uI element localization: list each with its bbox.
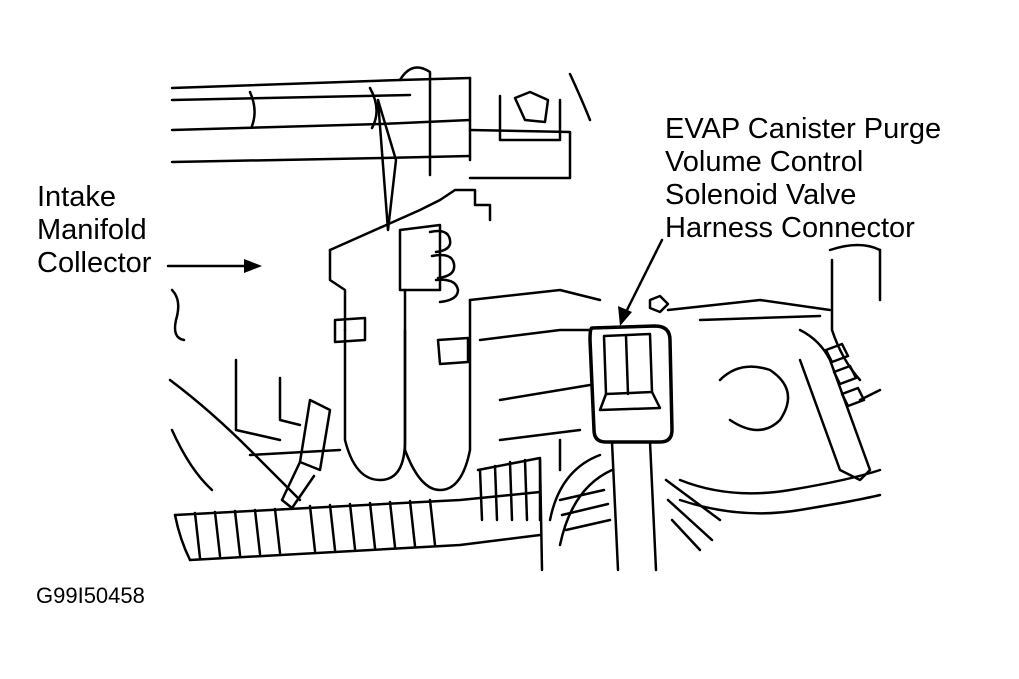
intake-manifold-collector-label: Intake Manifold Collector bbox=[37, 181, 151, 280]
label-line: EVAP Canister Purge bbox=[665, 113, 942, 145]
label-line: Collector bbox=[37, 247, 152, 279]
label-line: Harness Connector bbox=[665, 212, 915, 244]
figure-code: G99I50458 bbox=[36, 583, 145, 608]
evap-leader-arrow bbox=[618, 238, 664, 326]
intake-manifold-collector bbox=[168, 188, 602, 510]
evap-connector-label: EVAP Canister Purge Volume Control Solen… bbox=[665, 113, 941, 245]
label-line: Manifold bbox=[37, 214, 147, 246]
right-side-components bbox=[648, 243, 882, 515]
upper-rail bbox=[170, 66, 592, 232]
intake-leader-arrow bbox=[166, 259, 262, 273]
corrugated-wire-harness bbox=[173, 438, 722, 572]
label-line: Intake bbox=[37, 181, 116, 213]
label-line: Solenoid Valve bbox=[665, 179, 857, 211]
evap-harness-connector bbox=[588, 324, 674, 572]
label-line: Volume Control bbox=[665, 146, 864, 178]
